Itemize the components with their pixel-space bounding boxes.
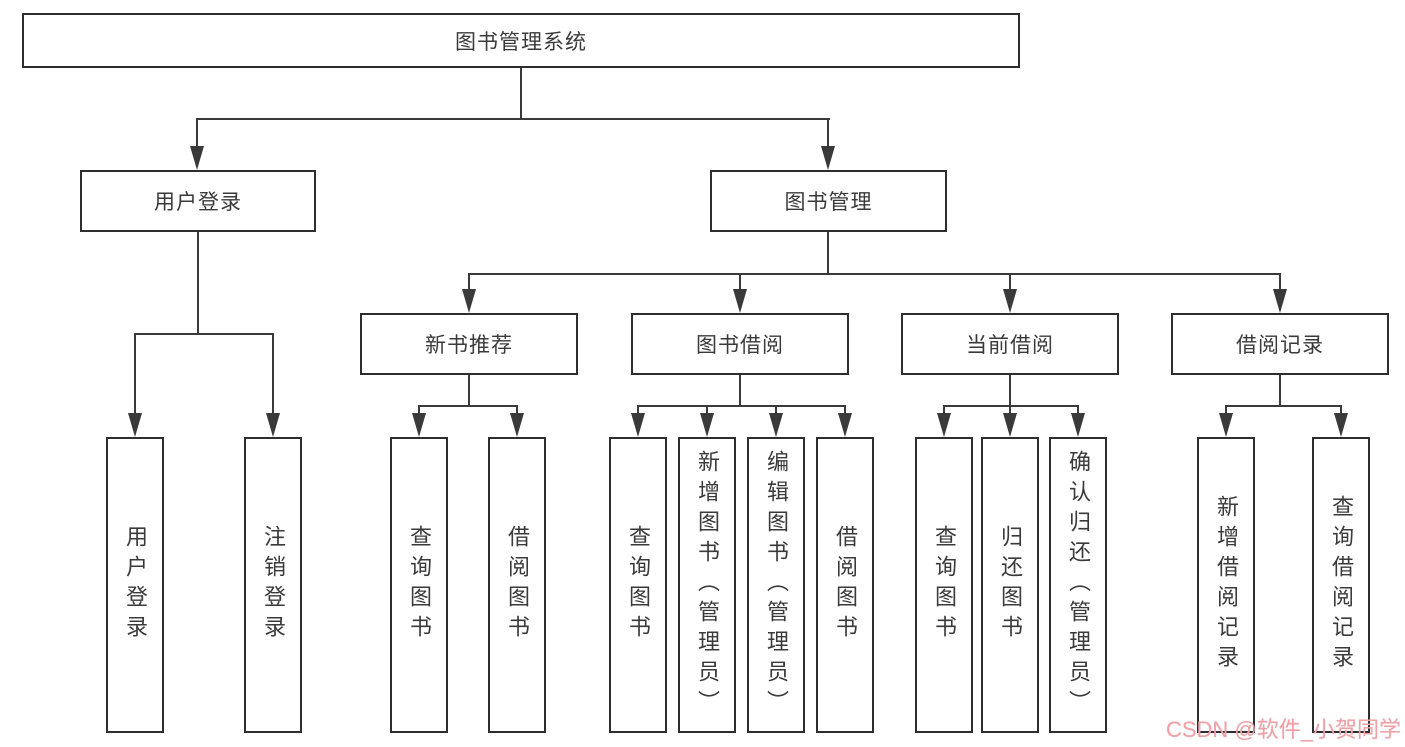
- connector-segment: [1009, 273, 1011, 291]
- arrow-down-icon: [733, 289, 747, 313]
- arrow-down-icon: [412, 413, 426, 437]
- connector-borrowrecord-hbar: [1225, 405, 1342, 407]
- arrow-down-icon: [769, 413, 783, 437]
- connector-segment: [844, 405, 846, 415]
- arrow-down-icon: [838, 413, 852, 437]
- node-label: 查询图书: [407, 525, 432, 645]
- leaf-add-book-admin: 新增图书（管理员）: [678, 437, 736, 733]
- node-current-borrow: 当前借阅: [901, 313, 1119, 375]
- connector-newbookrec-hbar: [418, 405, 518, 407]
- connector-currentborrow-hbar: [943, 405, 1079, 407]
- connector-bookborrow-stem: [739, 375, 741, 405]
- leaf-return-book: 归还图书: [981, 437, 1039, 733]
- connector-bookmgmt-stem: [827, 232, 829, 273]
- connector-segment: [775, 405, 777, 415]
- node-label: 图书管理系统: [455, 30, 587, 54]
- leaf-query-book-recommend: 查询图书: [390, 437, 448, 733]
- leaf-logout: 注销登录: [244, 437, 302, 733]
- node-new-book-recommend: 新书推荐: [360, 313, 578, 375]
- node-label: 用户登录: [154, 191, 242, 214]
- connector-segment: [1225, 405, 1227, 415]
- node-label: 借阅图书: [505, 525, 530, 645]
- connector-segment: [1077, 405, 1079, 415]
- leaf-borrow-book: 借阅图书: [816, 437, 874, 733]
- arrow-down-icon: [266, 413, 280, 437]
- arrow-down-icon: [1071, 413, 1085, 437]
- node-label: 查询图书: [626, 525, 651, 645]
- leaf-query-book-current: 查询图书: [915, 437, 973, 733]
- arrow-down-icon: [937, 413, 951, 437]
- arrow-down-icon: [1273, 289, 1287, 313]
- arrow-down-icon: [700, 413, 714, 437]
- node-borrow-record: 借阅记录: [1171, 313, 1389, 375]
- arrow-down-icon: [462, 289, 476, 313]
- arrow-down-icon: [1003, 289, 1017, 313]
- connector-bookmgmt-hbar: [468, 273, 1281, 275]
- connector-bookborrow-hbar: [637, 405, 846, 407]
- connector-segment: [134, 333, 136, 415]
- node-book-management: 图书管理: [710, 170, 947, 232]
- connector-segment: [1340, 405, 1342, 415]
- leaf-add-borrow-record: 新增借阅记录: [1197, 437, 1255, 733]
- leaf-user-login: 用户登录: [106, 437, 164, 733]
- leaf-query-book-borrow: 查询图书: [609, 437, 667, 733]
- connector-root-stem: [520, 68, 522, 118]
- connector-currentborrow-stem: [1009, 375, 1011, 405]
- arrow-down-icon: [190, 146, 204, 170]
- connector-segment: [272, 333, 274, 415]
- node-label: 图书管理: [784, 191, 873, 214]
- connector-segment: [418, 405, 420, 415]
- node-label: 用户登录: [123, 525, 148, 645]
- node-label: 新增图书（管理员）: [695, 450, 720, 720]
- connector-segment: [516, 405, 518, 415]
- connector-borrowrecord-stem: [1279, 375, 1281, 405]
- connector-segment: [943, 405, 945, 415]
- connector-segment: [637, 405, 639, 415]
- node-library-system: 图书管理系统: [22, 13, 1020, 68]
- arrow-down-icon: [510, 413, 524, 437]
- arrow-down-icon: [1334, 413, 1348, 437]
- node-label: 注销登录: [261, 525, 286, 645]
- arrow-down-icon: [1003, 413, 1017, 437]
- node-label: 归还图书: [998, 525, 1023, 645]
- node-label: 新增借阅记录: [1214, 495, 1239, 675]
- connector-newbookrec-stem: [468, 375, 470, 405]
- leaf-edit-book-admin: 编辑图书（管理员）: [747, 437, 805, 733]
- connector-segment: [1009, 405, 1011, 415]
- csdn-watermark: CSDN @软件_小贺同学: [1165, 717, 1401, 742]
- leaf-confirm-return-admin: 确认归还（管理员）: [1049, 437, 1107, 733]
- node-label: 借阅图书: [833, 525, 858, 645]
- node-label: 图书借阅: [696, 334, 784, 357]
- arrow-down-icon: [128, 413, 142, 437]
- connector-segment: [827, 118, 829, 146]
- leaf-borrow-book-recommend: 借阅图书: [488, 437, 546, 733]
- arrow-down-icon: [821, 146, 835, 170]
- connector-segment: [739, 273, 741, 291]
- node-label: 编辑图书（管理员）: [764, 450, 789, 720]
- connector-userlogin-hbar: [134, 333, 274, 335]
- connector-segment: [706, 405, 708, 415]
- node-book-borrow: 图书借阅: [631, 313, 849, 375]
- connector-userlogin-stem: [197, 232, 199, 333]
- arrow-down-icon: [631, 413, 645, 437]
- node-label: 查询借阅记录: [1329, 495, 1354, 675]
- node-user-login: 用户登录: [80, 170, 316, 232]
- connector-root-hbar: [196, 118, 830, 120]
- arrow-down-icon: [1219, 413, 1233, 437]
- node-label: 当前借阅: [966, 334, 1054, 357]
- connector-segment: [468, 273, 470, 291]
- node-label: 查询图书: [932, 525, 957, 645]
- node-label: 确认归还（管理员）: [1066, 450, 1091, 720]
- connector-segment: [196, 118, 198, 146]
- node-label: 新书推荐: [425, 334, 513, 357]
- node-label: 借阅记录: [1236, 334, 1324, 357]
- leaf-query-borrow-record: 查询借阅记录: [1312, 437, 1370, 733]
- connector-segment: [1279, 273, 1281, 291]
